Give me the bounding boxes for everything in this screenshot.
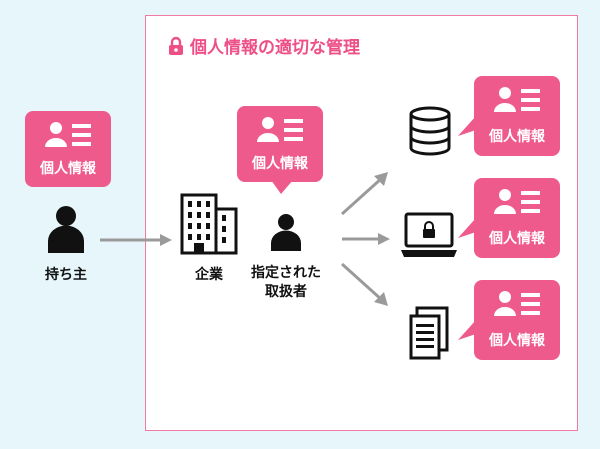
destination-card: 個人情報 [474,280,560,360]
handler-personal-info-bubble: 個人情報 [237,106,325,194]
bubble-tail [458,320,476,340]
arrow-right-icon [100,234,172,246]
card-label: 個人情報 [489,333,545,349]
id-card-icon [494,189,540,214]
document-icon [409,306,449,360]
card-label: 個人情報 [489,231,545,247]
person-icon [48,206,84,253]
handler-card: 個人情報 [237,106,323,182]
owner-personal-info-card: 個人情報 [25,111,111,187]
id-card-icon [494,291,540,316]
handler-label-line2: 取扱者 [265,284,307,300]
destination-card: 個人情報 [474,178,560,258]
id-card-icon [257,117,303,142]
database-icon [409,106,451,156]
distribution-arrows [340,172,390,306]
owner-label: 持ち主 [45,267,87,283]
database-personal-info-bubble: 個人情報 [458,76,562,158]
person-icon [271,214,301,251]
handler-label: 指定された 取扱者 [238,264,334,302]
frame-title-text: 個人情報の適切な管理 [190,38,360,58]
id-card-icon [45,122,91,147]
document-personal-info-bubble: 個人情報 [458,280,562,362]
bubble-tail [271,180,293,194]
card-label: 個人情報 [40,161,96,177]
bubble-tail [458,116,476,136]
card-label: 個人情報 [252,156,308,172]
company-label: 企業 [195,267,223,283]
bubble-tail [458,218,476,238]
building-icon [180,193,238,255]
id-card-icon [494,87,540,112]
frame-title: 個人情報の適切な管理 [168,33,360,58]
laptop-personal-info-bubble: 個人情報 [458,178,562,260]
lock-icon [168,36,184,56]
laptop-lock-icon [401,212,457,257]
destination-card: 個人情報 [474,76,560,156]
handler-label-line1: 指定された [251,265,321,281]
card-label: 個人情報 [489,129,545,145]
